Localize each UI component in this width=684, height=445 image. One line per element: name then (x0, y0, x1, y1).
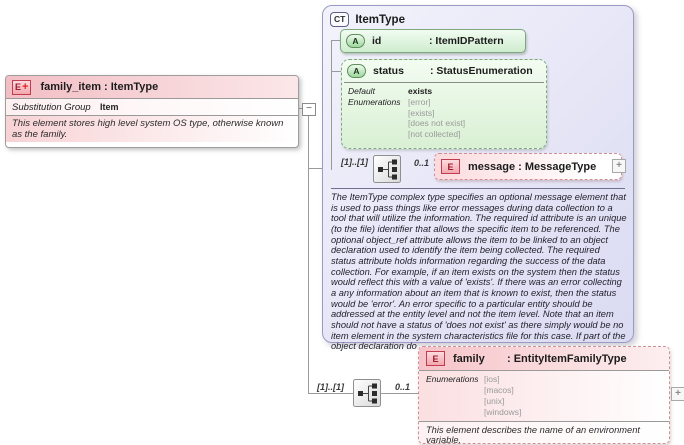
family-element-box[interactable]: E family : EntityItemFamilyType Enumerat… (418, 346, 670, 444)
attribute-icon: A (346, 34, 365, 48)
attribute-status-type: : StatusEnumeration (430, 65, 533, 77)
default-value: exists (408, 86, 433, 96)
attribute-id-name: id (372, 35, 382, 47)
itemtype-documentation: The ItemType complex type specifies an o… (331, 192, 627, 352)
divider (344, 82, 544, 83)
enum-value: [error] (408, 96, 431, 107)
expand-toggle[interactable]: + (671, 387, 684, 401)
cardinality-label: [1]..[1] (341, 157, 368, 167)
element-icon: E (441, 159, 460, 174)
substitution-plus-icon: + (22, 80, 29, 93)
connector-line (297, 108, 302, 109)
message-element-box[interactable]: E message : MessageType (434, 153, 622, 180)
family-element-type: : EntityItemFamilyType (507, 352, 627, 365)
message-element-label: message : MessageType (468, 160, 597, 173)
enum-value: [not collected] (408, 129, 461, 140)
family-item-element-box[interactable]: E+ family_item : ItemType Substitution G… (5, 75, 299, 148)
connector-line (308, 393, 353, 394)
complextype-icon: CT (330, 12, 350, 27)
enum-value: [does not exist] (408, 118, 466, 129)
family-item-title: family_item : ItemType (40, 81, 159, 93)
substitution-group-label: Substitution Group (12, 101, 91, 113)
enum-value: [unix] (484, 396, 505, 406)
enum-value: [macos] (484, 385, 514, 395)
connector-line (331, 40, 332, 170)
enum-value: [exists] (408, 107, 435, 118)
family-description: This element describes the name of an en… (419, 422, 669, 443)
divider (6, 98, 298, 99)
expand-toggle[interactable]: + (612, 159, 626, 173)
enum-value: [windows] (484, 407, 522, 417)
substitution-group-value: Item (100, 102, 119, 112)
divider (6, 115, 298, 116)
sequence-icon (373, 155, 401, 188)
attribute-icon: A (347, 64, 366, 78)
cardinality-label: [1]..[1] (317, 382, 344, 392)
complextype-title: ItemType (355, 13, 405, 26)
default-label: Default (348, 86, 375, 96)
attribute-status-box[interactable]: A status : StatusEnumeration Default Enu… (341, 59, 547, 149)
element-icon: E (15, 82, 22, 92)
connector-line (308, 114, 309, 393)
sequence-icon (353, 379, 381, 412)
attribute-id-type: : ItemIDPattern (429, 35, 504, 47)
element-icon: E (426, 351, 445, 366)
divider (419, 421, 669, 422)
divider (331, 188, 625, 189)
cardinality-label: 0..1 (395, 382, 411, 392)
family-item-description: This element stores high level system OS… (6, 116, 298, 142)
family-element-name: family (453, 352, 485, 365)
enumerations-label: Enumerations (348, 96, 401, 107)
itemtype-complextype-box: CT ItemType A id : ItemIDPattern A statu… (322, 5, 634, 351)
enumerations-label: Enumerations (426, 374, 479, 384)
connector-line (381, 393, 418, 394)
collapse-toggle[interactable]: − (302, 103, 316, 116)
divider (419, 370, 669, 371)
attribute-status-name: status (373, 65, 404, 77)
enum-value: [ios] (484, 374, 500, 384)
attribute-id-box[interactable]: A id : ItemIDPattern (340, 29, 526, 53)
connector-line (331, 40, 341, 41)
cardinality-label: 0..1 (414, 158, 430, 168)
element-substitution-badge: E+ (12, 79, 32, 95)
family-item-header[interactable]: E+ family_item : ItemType (6, 76, 298, 98)
connector-line (331, 71, 341, 72)
